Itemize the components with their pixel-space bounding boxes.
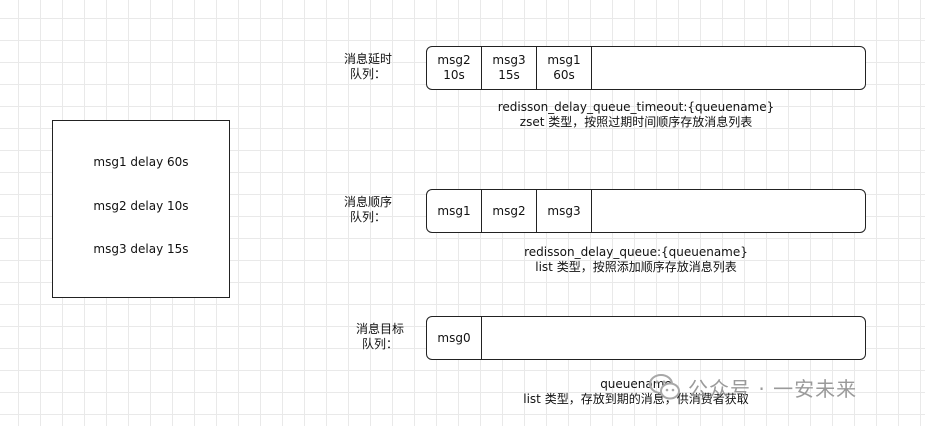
cell-message: msg2 — [437, 53, 471, 67]
cell-message: msg0 — [437, 330, 471, 345]
delay-queue-key: redisson_delay_queue_timeout:{queuename} — [497, 100, 775, 114]
target-queue: msg0 — [426, 316, 866, 360]
target-queue-label: 消息目标 队列： — [355, 322, 404, 351]
cell-delay: 10s — [443, 68, 465, 82]
order-queue-label: 消息顺序 队列： — [343, 195, 392, 224]
order-queue: msg1 msg2 msg3 — [426, 189, 866, 233]
order-queue-key: redisson_delay_queue:{queuename} — [524, 245, 748, 259]
watermark: 公众号 · 一安未来 — [648, 372, 857, 402]
input-messages-box: msg1 delay 60s msg2 delay 10s msg3 delay… — [52, 120, 230, 298]
cell-delay: 60s — [553, 68, 575, 82]
queue-cell: msg2 10s — [427, 47, 482, 89]
cell-message: msg1 — [547, 53, 581, 67]
cell-message: msg3 — [547, 203, 581, 218]
queue-cell: msg1 60s — [537, 47, 592, 89]
cell-message: msg1 — [437, 203, 471, 218]
delay-queue: msg2 10s msg3 15s msg1 60s — [426, 46, 866, 90]
cell-message: msg2 — [492, 203, 526, 218]
queue-cell: msg1 — [427, 190, 482, 232]
wechat-icon — [649, 374, 680, 400]
input-message-2: msg2 delay 10s — [93, 199, 189, 213]
queue-cell: msg3 15s — [482, 47, 537, 89]
target-queue-type: list 类型，存放到期的消息，供消费者获取 — [523, 392, 749, 406]
input-message-3: msg3 delay 15s — [93, 242, 189, 256]
input-message-1: msg1 delay 60s — [93, 155, 189, 169]
delay-queue-description: redisson_delay_queue_timeout:{queuename}… — [426, 100, 846, 130]
queue-cell: msg3 — [537, 190, 592, 232]
delay-queue-label: 消息延时 队列： — [343, 52, 392, 81]
target-queue-description: queuename list 类型，存放到期的消息，供消费者获取 — [426, 377, 846, 407]
order-queue-description: redisson_delay_queue:{queuename} list 类型… — [426, 245, 846, 275]
cell-delay: 15s — [498, 68, 520, 82]
delay-queue-type: zset 类型，按照过期时间顺序存放消息列表 — [519, 115, 753, 129]
target-queue-key: queuename — [600, 377, 672, 391]
queue-cell: msg2 — [482, 190, 537, 232]
cell-message: msg3 — [492, 53, 526, 67]
watermark-text: 公众号 · 一安未来 — [688, 376, 858, 401]
order-queue-type: list 类型，按照添加顺序存放消息列表 — [535, 260, 737, 274]
queue-cell: msg0 — [427, 317, 482, 359]
